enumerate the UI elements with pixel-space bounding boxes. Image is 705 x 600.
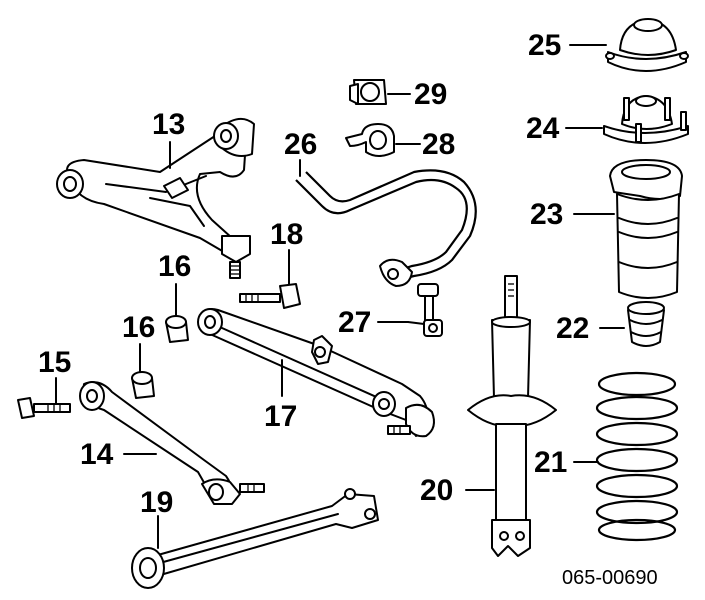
callout-16-upper: 16 bbox=[158, 250, 192, 283]
part-28-stabilizer-bracket bbox=[345, 123, 421, 157]
part-24-spring-seat bbox=[565, 95, 689, 144]
part-25-upper-mount bbox=[569, 18, 689, 72]
part-27-stabilizer-link bbox=[377, 283, 443, 337]
callout-24: 24 bbox=[526, 112, 560, 145]
part-22-bump-stop bbox=[599, 301, 665, 347]
callout-17: 17 bbox=[264, 400, 298, 433]
callout-28: 28 bbox=[422, 128, 456, 161]
part-14-lateral-link bbox=[79, 381, 265, 505]
callout-16-lower: 16 bbox=[122, 311, 156, 344]
part-16-bushing-upper bbox=[165, 283, 189, 343]
callout-14: 14 bbox=[80, 438, 114, 471]
callout-21: 21 bbox=[534, 446, 568, 479]
part-19-trailing-link bbox=[131, 488, 379, 589]
callout-19: 19 bbox=[140, 486, 174, 519]
part-15-bolt bbox=[17, 377, 71, 419]
callout-15: 15 bbox=[38, 346, 72, 379]
part-26-stabilizer-bar bbox=[295, 159, 477, 287]
callout-13: 13 bbox=[152, 108, 186, 141]
part-23-dust-boot bbox=[573, 159, 683, 299]
callout-29: 29 bbox=[414, 78, 448, 111]
part-17-lower-arm bbox=[197, 308, 435, 438]
part-13-upper-arm bbox=[56, 117, 255, 279]
part-18-bolt bbox=[239, 249, 301, 309]
callout-27: 27 bbox=[338, 306, 372, 339]
callout-22: 22 bbox=[556, 312, 590, 345]
diagram-reference-code: 065-00690 bbox=[562, 567, 658, 589]
callout-20: 20 bbox=[420, 474, 454, 507]
callout-23: 23 bbox=[530, 198, 564, 231]
callout-26: 26 bbox=[284, 128, 318, 161]
part-16-bushing-lower bbox=[131, 343, 155, 399]
callout-25: 25 bbox=[528, 29, 562, 62]
part-29-stabilizer-bushing bbox=[349, 79, 411, 105]
part-21-coil-spring bbox=[573, 371, 679, 542]
part-20-strut bbox=[465, 275, 557, 557]
callout-18: 18 bbox=[270, 218, 304, 251]
